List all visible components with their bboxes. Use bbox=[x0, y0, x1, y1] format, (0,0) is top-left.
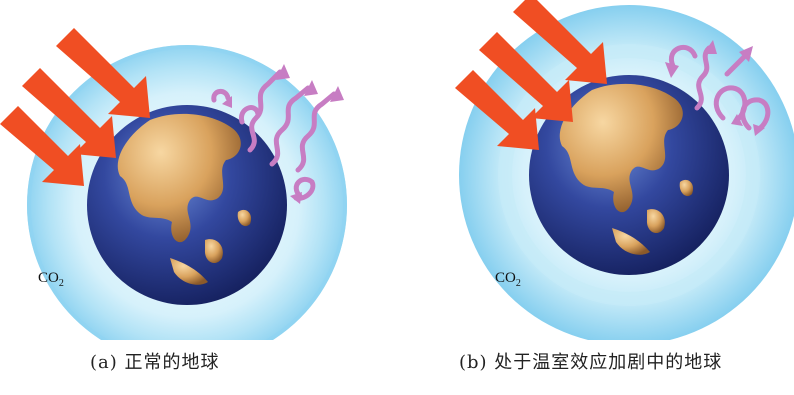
panel-normal-earth: CO2 (a) 正常的地球 bbox=[0, 28, 347, 373]
normal-earth-diagram bbox=[0, 28, 347, 340]
infrared-heat-arrow-icon bbox=[211, 69, 337, 201]
sun-ray-arrow-icon bbox=[0, 28, 150, 186]
panel-enhanced-greenhouse-earth: CO2 (b) 处于温室效应加剧中的地球 bbox=[397, 0, 794, 395]
caption-greenhouse-earth: (b) 处于温室效应加剧中的地球 bbox=[459, 352, 723, 373]
greenhouse-earth-diagram bbox=[455, 0, 794, 340]
co2-label: CO2 bbox=[495, 270, 521, 289]
infrared-heat-arrow-icon bbox=[668, 44, 771, 133]
earth-globe-icon bbox=[87, 105, 287, 305]
earth-globe-icon bbox=[529, 75, 729, 275]
caption-normal-earth: (a) 正常的地球 bbox=[90, 352, 220, 373]
sun-ray-arrow-icon bbox=[455, 0, 607, 150]
co2-label: CO2 bbox=[38, 270, 64, 289]
